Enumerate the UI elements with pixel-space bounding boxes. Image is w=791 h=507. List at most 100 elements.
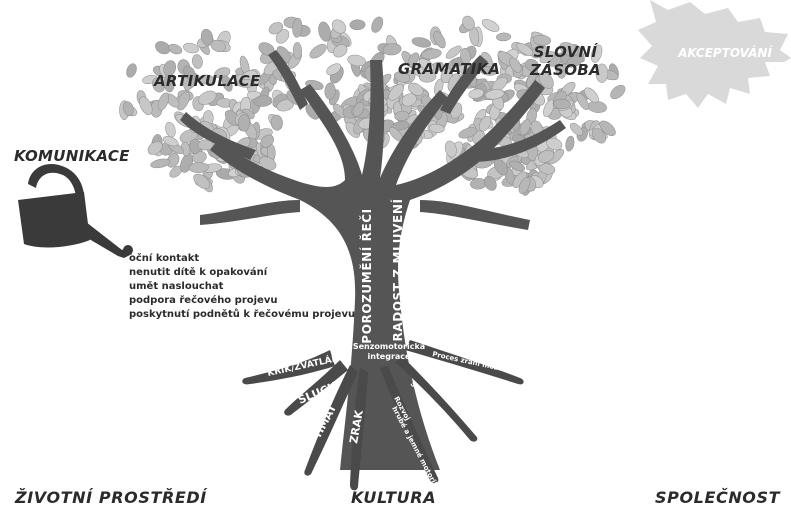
leaf (570, 122, 583, 136)
leaf (163, 60, 177, 77)
leaf (260, 134, 274, 148)
spolecnost-label: SPOLEČNOST (655, 488, 781, 507)
leaf (496, 32, 512, 42)
leaf (421, 48, 442, 60)
leaf (576, 92, 589, 111)
leaf (183, 65, 196, 81)
leaf (538, 72, 554, 89)
leaf (155, 41, 171, 55)
leaf (197, 139, 214, 151)
leaf (509, 160, 525, 172)
leaf (592, 127, 606, 144)
leaf (525, 58, 539, 72)
leaf (537, 150, 555, 163)
leaf (584, 87, 599, 103)
leaf (157, 92, 170, 111)
leaf (333, 44, 348, 58)
leaf (546, 137, 563, 151)
leaf (331, 19, 347, 34)
leaf (428, 123, 445, 133)
leaf (188, 162, 209, 173)
leaf (268, 22, 284, 35)
leaf (210, 39, 226, 52)
leaf (479, 115, 492, 132)
leaf (484, 89, 505, 100)
leaf (407, 52, 420, 67)
leaf (553, 98, 571, 110)
leaf (222, 75, 233, 92)
leaf (462, 15, 475, 31)
tip-item: oční kontakt (129, 253, 200, 264)
leaf (458, 127, 478, 139)
integrace-label: integrace (368, 352, 412, 361)
leaf (193, 173, 211, 190)
leaf (418, 58, 435, 71)
leaf (566, 54, 584, 68)
leaf (595, 63, 609, 83)
leaf (393, 71, 411, 83)
leaf (309, 44, 327, 59)
communication-tips-list: oční kontakt nenutit dítě k opakování um… (129, 252, 355, 322)
leaf (200, 28, 214, 46)
tree-trunk (180, 50, 566, 470)
watering-can-icon (18, 164, 133, 258)
leaf (445, 45, 462, 59)
kultura-label: KULTURA (351, 488, 437, 507)
leaf (481, 19, 500, 32)
komunikace-label: KOMUNIKACE (14, 147, 130, 165)
leaf (150, 158, 171, 169)
leaf (394, 110, 410, 122)
tree-roots (242, 340, 524, 491)
leaf (166, 153, 180, 168)
leaf (122, 101, 134, 117)
leaf (599, 120, 616, 137)
gramatika-label: GRAMATIKA (398, 60, 501, 78)
leaf (183, 42, 199, 54)
sun-icon (638, 0, 791, 108)
leaf (419, 70, 437, 83)
tree-canopy (119, 15, 626, 196)
leaf (152, 77, 165, 93)
leaf (292, 42, 302, 60)
leaf (533, 34, 551, 46)
leaf (519, 119, 531, 136)
leaf (433, 30, 446, 49)
zrak-label: ZRAK (347, 409, 366, 445)
leaf (538, 163, 556, 175)
leaf (460, 47, 471, 65)
leaf (401, 93, 417, 107)
porozumeni-label: POROZUMĚNÍ ŘEČI (359, 208, 374, 343)
leaf (539, 51, 555, 64)
akceptovani-label: AKCEPTOVÁNÍ (677, 45, 773, 60)
leaf (444, 140, 457, 158)
leaf (197, 74, 215, 85)
leaf (516, 42, 534, 56)
leaf (565, 135, 575, 152)
leaf (238, 114, 251, 132)
leaf (352, 101, 365, 117)
leaf (236, 78, 256, 88)
leaf (543, 99, 555, 118)
leaf (270, 114, 283, 131)
tip-item: podpora řečového projevu (129, 295, 278, 306)
leaf (176, 91, 190, 111)
leaf (139, 96, 153, 115)
slovni-zasoba-label: SLOVNÍ ZÁSOBA (530, 43, 601, 79)
leaf (253, 95, 273, 107)
leaf (347, 54, 366, 67)
leaf (198, 90, 217, 105)
leaf (590, 44, 603, 63)
leaf (371, 16, 384, 33)
tip-item: poskytnutí podnětů k řečovému projevu (129, 309, 356, 320)
tip-item: nenutit dítě k opakování (129, 267, 268, 278)
slovni-label: SLOVNÍ (533, 43, 598, 61)
leaf (292, 17, 303, 38)
leaf (349, 19, 366, 31)
artikulace-label: ARTIKULACE (154, 72, 261, 90)
leaf (165, 122, 176, 138)
leaf (192, 54, 203, 69)
tip-item: umět naslouchat (129, 281, 224, 292)
leaf (388, 83, 404, 101)
leaf (610, 84, 626, 100)
